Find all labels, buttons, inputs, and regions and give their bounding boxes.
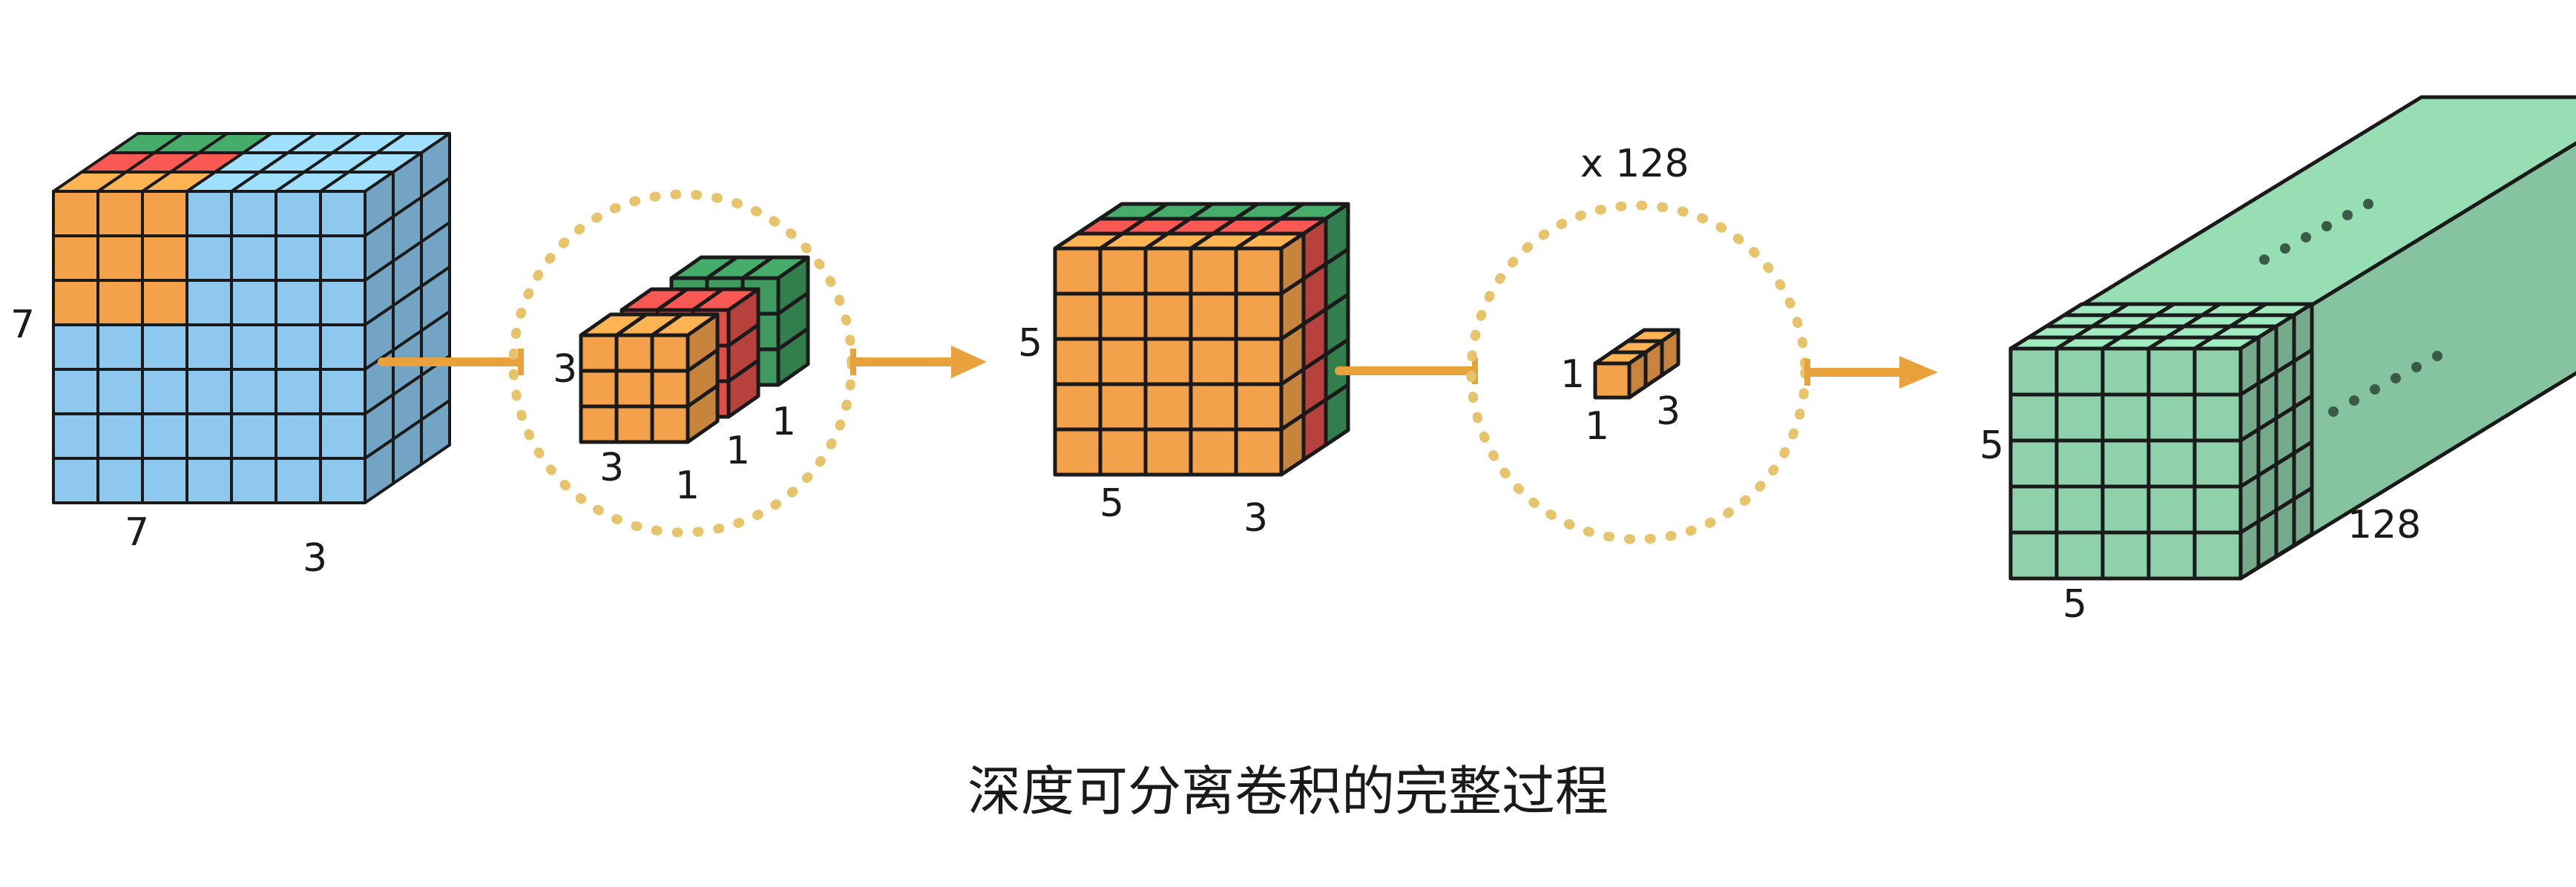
intermediate-depth-label: 3 [1243, 496, 1268, 541]
arrow-depthwise-to-intermediate [850, 346, 987, 378]
arrow-pointwise-to-output [1804, 356, 1938, 389]
intermediate-volume-cube [1053, 202, 1350, 477]
depthwise-kernels: 3 3 1 1 1 [508, 189, 857, 538]
intermediate-height-label: 5 [1018, 321, 1042, 366]
output-depth-label: 128 [2347, 503, 2421, 547]
output-width-label: 5 [2063, 582, 2087, 627]
pointwise-width-label: 1 [1585, 404, 1609, 449]
kernel-orange-depth-label: 1 [675, 464, 700, 508]
continuation-dots [2259, 199, 2442, 417]
output-volume: 5 5 128 [1979, 95, 2576, 627]
kernel-height-label: 3 [553, 347, 577, 392]
diagram-caption: 深度可分离卷积的完整过程 [967, 760, 1609, 822]
input-depth-label: 3 [303, 536, 327, 581]
input-volume: 7 7 3 [10, 132, 451, 581]
arrow-intermediate-to-pointwise [1335, 357, 1478, 384]
input-height-label: 7 [10, 303, 35, 347]
pointwise-depth-label: 3 [1656, 389, 1680, 434]
output-front-grid [2008, 302, 2314, 581]
kernel-width-label: 3 [599, 446, 624, 490]
intermediate-volume: 5 5 3 [1018, 202, 1350, 541]
output-height-label: 5 [1979, 423, 2004, 468]
input-volume-cube [52, 132, 451, 504]
arrow-input-to-depthwise [378, 349, 524, 375]
kernel-orange [579, 312, 720, 444]
pointwise-kernel: x 128 1 1 3 [1466, 142, 1810, 544]
kernel-pointwise [1593, 328, 1680, 400]
pointwise-height-label: 1 [1560, 352, 1585, 397]
input-width-label: 7 [125, 510, 149, 555]
pointwise-count-label: x 128 [1580, 142, 1689, 186]
kernel-red-depth-label: 1 [726, 429, 750, 473]
kernel-green-depth-label: 1 [772, 400, 796, 444]
intermediate-width-label: 5 [1100, 481, 1124, 526]
